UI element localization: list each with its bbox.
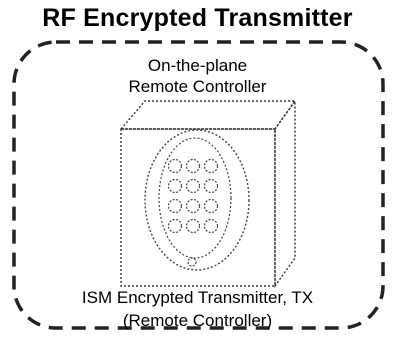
remote-keypad-device (144, 129, 250, 271)
keypad-buttons (167, 158, 219, 234)
keypad-button (167, 218, 183, 234)
keypad-button (185, 178, 201, 194)
upper-label-line2: Remote Controller (128, 77, 267, 96)
keypad-button (167, 198, 183, 214)
keypad-button (167, 158, 183, 174)
dashed-enclosure (12, 40, 385, 330)
controller-box (119, 98, 297, 289)
keypad-button (203, 178, 219, 194)
keypad-button (185, 218, 201, 234)
keypad-button (185, 158, 201, 174)
keypad-button (203, 198, 219, 214)
diagram-title: RF Encrypted Transmitter (42, 4, 353, 32)
box-side (274, 98, 296, 289)
lower-label-line1: ISM Encrypted Transmitter, TX (81, 288, 314, 307)
lower-label-line2: (Remote Controller) (122, 311, 273, 330)
keypad-button (203, 158, 219, 174)
keypad-inner-oval (158, 137, 232, 259)
keypad-button (167, 178, 183, 194)
keypad-button (185, 198, 201, 214)
keypad-outer-oval (144, 129, 250, 271)
box-top (119, 100, 297, 130)
box-front (120, 128, 276, 287)
upper-label-line1: On-the-plane (147, 56, 248, 75)
keypad-bottom-led (187, 257, 197, 267)
keypad-button (203, 218, 219, 234)
